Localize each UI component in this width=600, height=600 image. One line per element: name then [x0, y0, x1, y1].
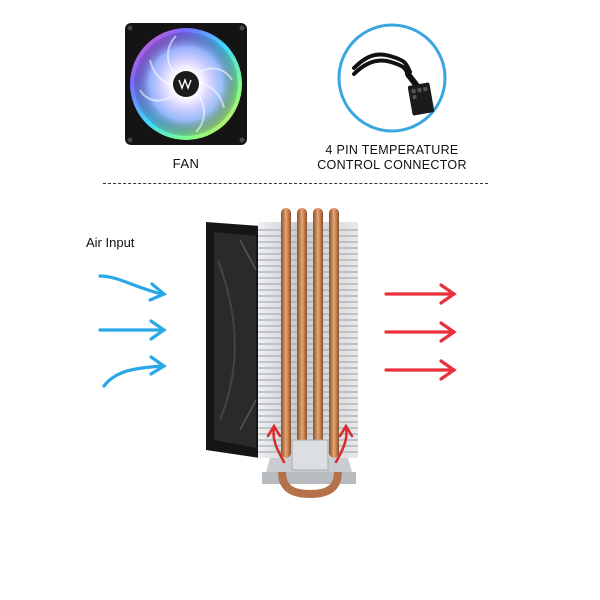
- rgb-fan-icon: [125, 23, 247, 145]
- exhaust-arrows: [382, 276, 462, 388]
- connector-label-line-1: 4 PIN TEMPERATURE: [325, 143, 459, 157]
- cool-air-arrows: [98, 274, 168, 388]
- intake-arrows: [96, 270, 180, 396]
- connector-label-line-2: CONTROL CONNECTOR: [317, 158, 467, 172]
- fan-label: FAN: [172, 156, 200, 171]
- hot-air-arrows: [384, 283, 457, 381]
- cpu-cooler: [200, 200, 380, 500]
- cpu-cooler-image: [206, 208, 358, 499]
- dashed-divider: [103, 183, 488, 184]
- connector-image: [336, 22, 448, 134]
- fan-image: [124, 22, 248, 146]
- air-input-label: Air Input: [86, 235, 135, 250]
- 4-pin-connector-icon: [337, 23, 447, 133]
- connector-label: 4 PIN TEMPERATURE CONTROL CONNECTOR: [300, 143, 484, 173]
